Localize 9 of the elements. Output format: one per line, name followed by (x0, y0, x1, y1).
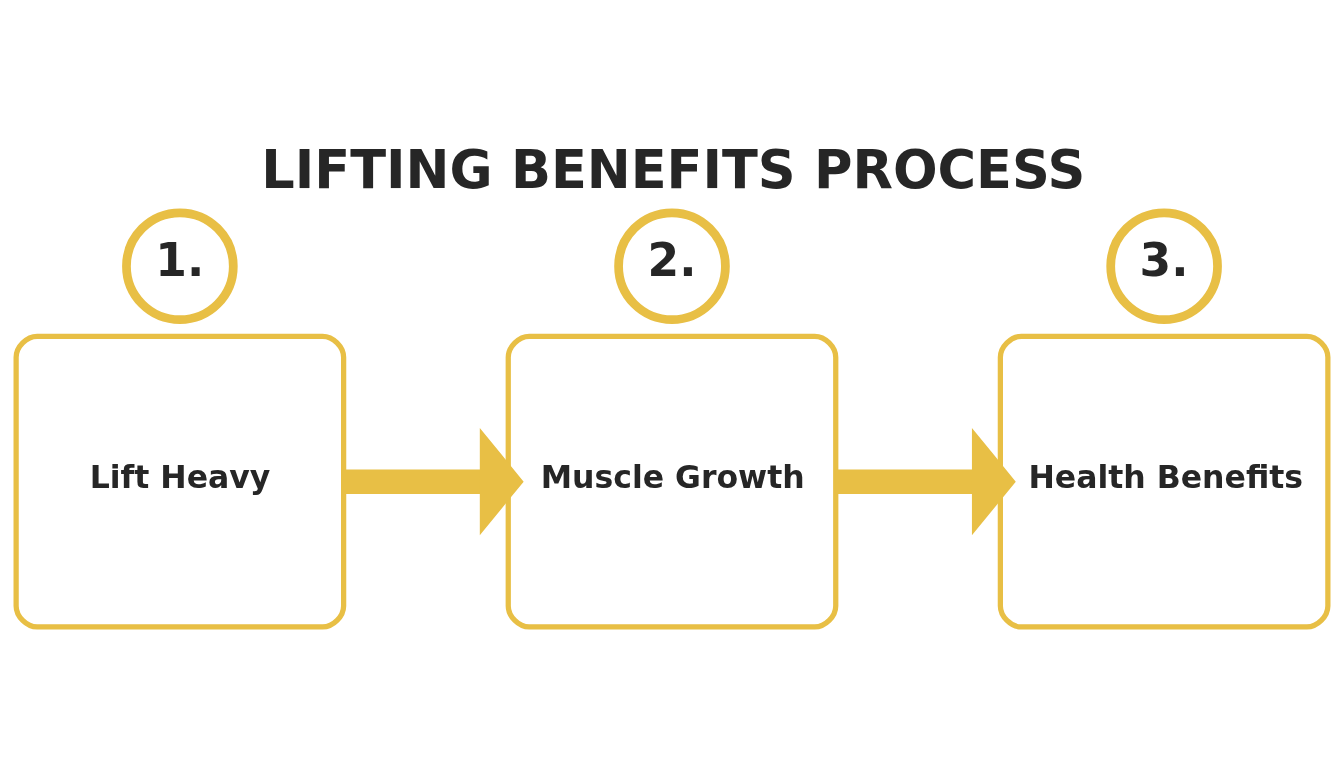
node-circle: 3. (1106, 208, 1222, 324)
node-circle: 2. (614, 208, 730, 324)
node-box: Lift Heavy (13, 333, 347, 630)
diagram-title: LIFTING BENEFITS PROCESS (261, 139, 1086, 201)
arrow (835, 427, 1016, 536)
node-circle: 1. (122, 208, 238, 324)
node-box: Muscle Growth (505, 333, 839, 630)
node-box: Health Benefits (997, 333, 1331, 630)
arrow (343, 427, 524, 536)
